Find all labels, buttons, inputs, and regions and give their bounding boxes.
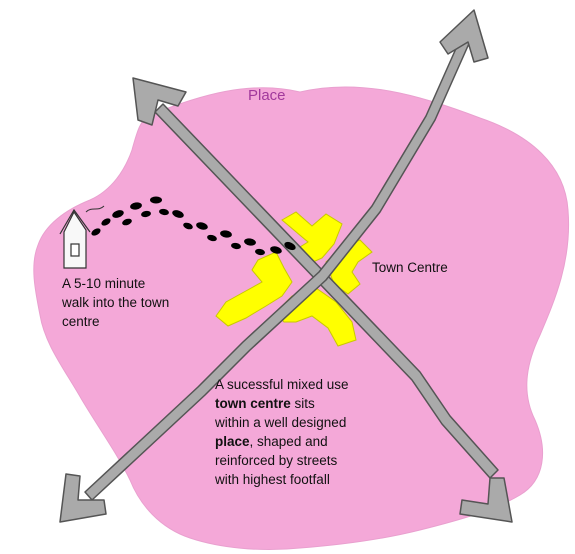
desc-town-centre-bold: town centre bbox=[215, 396, 291, 411]
town-centre-label: Town Centre bbox=[372, 258, 448, 277]
desc-line-2-rest: sits bbox=[291, 396, 315, 411]
walk-description: A 5-10 minute walk into the town centre bbox=[62, 274, 212, 331]
desc-line-3: within a well designed bbox=[215, 413, 415, 432]
desc-place-bold: place bbox=[215, 434, 250, 449]
walk-line-2: walk into the town bbox=[62, 293, 212, 312]
desc-line-5: reinforced by streets bbox=[215, 451, 415, 470]
desc-line-1: A sucessful mixed use bbox=[215, 375, 415, 394]
walk-line-3: centre bbox=[62, 312, 212, 331]
desc-line-4: place, shaped and bbox=[215, 432, 415, 451]
place-label: Place bbox=[248, 86, 286, 105]
walk-line-1: A 5-10 minute bbox=[62, 274, 212, 293]
desc-line-6: with highest footfall bbox=[215, 470, 415, 489]
desc-line-2: town centre sits bbox=[215, 394, 415, 413]
desc-line-4-rest: , shaped and bbox=[250, 434, 328, 449]
town-centre-description: A sucessful mixed use town centre sits w… bbox=[215, 375, 415, 489]
footprint bbox=[150, 197, 162, 204]
